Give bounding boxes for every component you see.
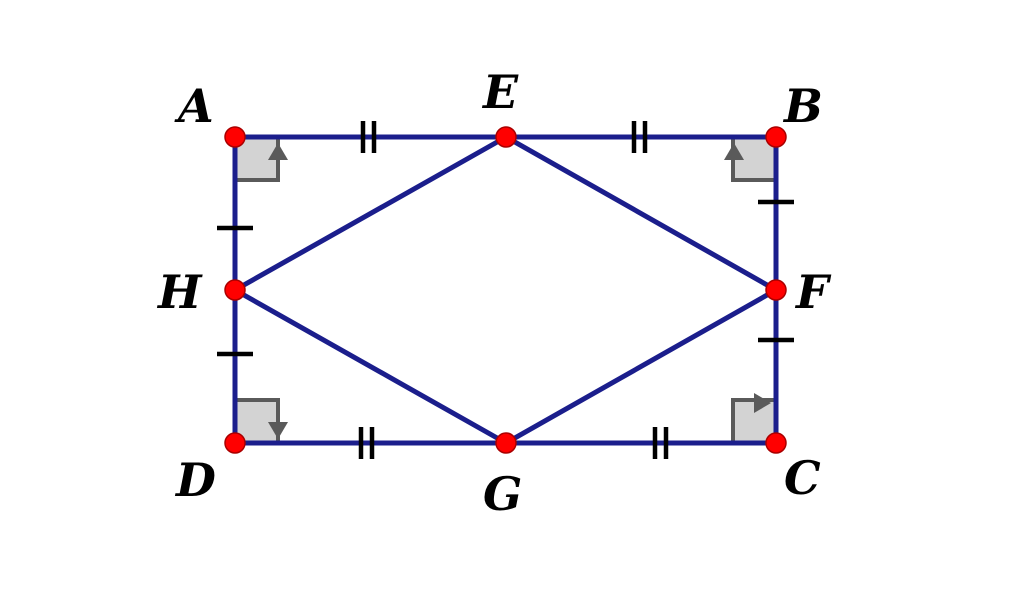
label-B: B [782,79,823,133]
label-H: H [156,265,203,319]
vertex-E[interactable] [495,126,517,148]
double-tick-EB [631,121,648,153]
double-tick-DG [358,427,375,459]
vertex-F[interactable] [765,279,787,301]
vertex-H[interactable] [224,279,246,301]
label-A: A [174,79,214,133]
segment-FG [503,287,779,446]
double-tick-GC [652,427,669,459]
segment-GH [232,287,509,446]
vertex-D[interactable] [224,432,246,454]
vertex-G[interactable] [495,432,517,454]
vertex-B[interactable] [765,126,787,148]
label-F: F [794,265,832,319]
segment-EF [503,134,779,293]
vertex-A[interactable] [224,126,246,148]
segment-HE [232,134,509,293]
label-E: E [481,65,519,119]
label-C: C [784,451,821,505]
vertex-C[interactable] [765,432,787,454]
label-D: D [174,453,216,507]
double-tick-AE [360,121,377,153]
label-G: G [483,467,522,521]
